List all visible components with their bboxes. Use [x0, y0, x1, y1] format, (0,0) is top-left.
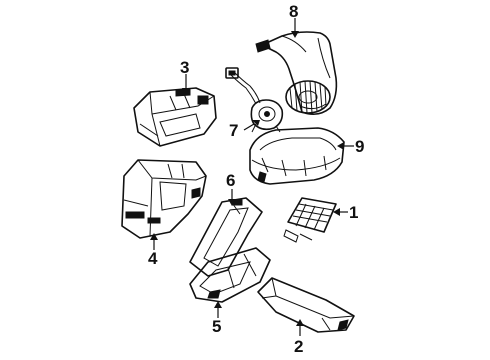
blower-wheel	[285, 80, 331, 114]
callout-6: 6	[226, 171, 235, 190]
part-8-blower-cover	[255, 31, 338, 116]
part-5-floor-duct	[189, 247, 271, 303]
callout-7: 7	[229, 121, 238, 140]
callout-4: 4	[148, 249, 158, 268]
leader-lines	[150, 18, 354, 336]
part-6-console-duct	[189, 197, 263, 277]
callout-9: 9	[355, 137, 364, 156]
callout-8: 8	[289, 2, 298, 21]
part-4-distribution-case	[121, 159, 207, 239]
callout-1: 1	[349, 203, 358, 222]
part-9-blower-case	[249, 127, 345, 185]
callout-2: 2	[294, 337, 303, 356]
callout-5: 5	[212, 317, 221, 336]
part-3-heater-housing	[133, 87, 217, 147]
part-7-blower-motor	[225, 67, 284, 133]
callout-3: 3	[180, 58, 189, 77]
part-2-heater-duct	[257, 277, 355, 333]
part-1-heater-core	[283, 197, 337, 243]
